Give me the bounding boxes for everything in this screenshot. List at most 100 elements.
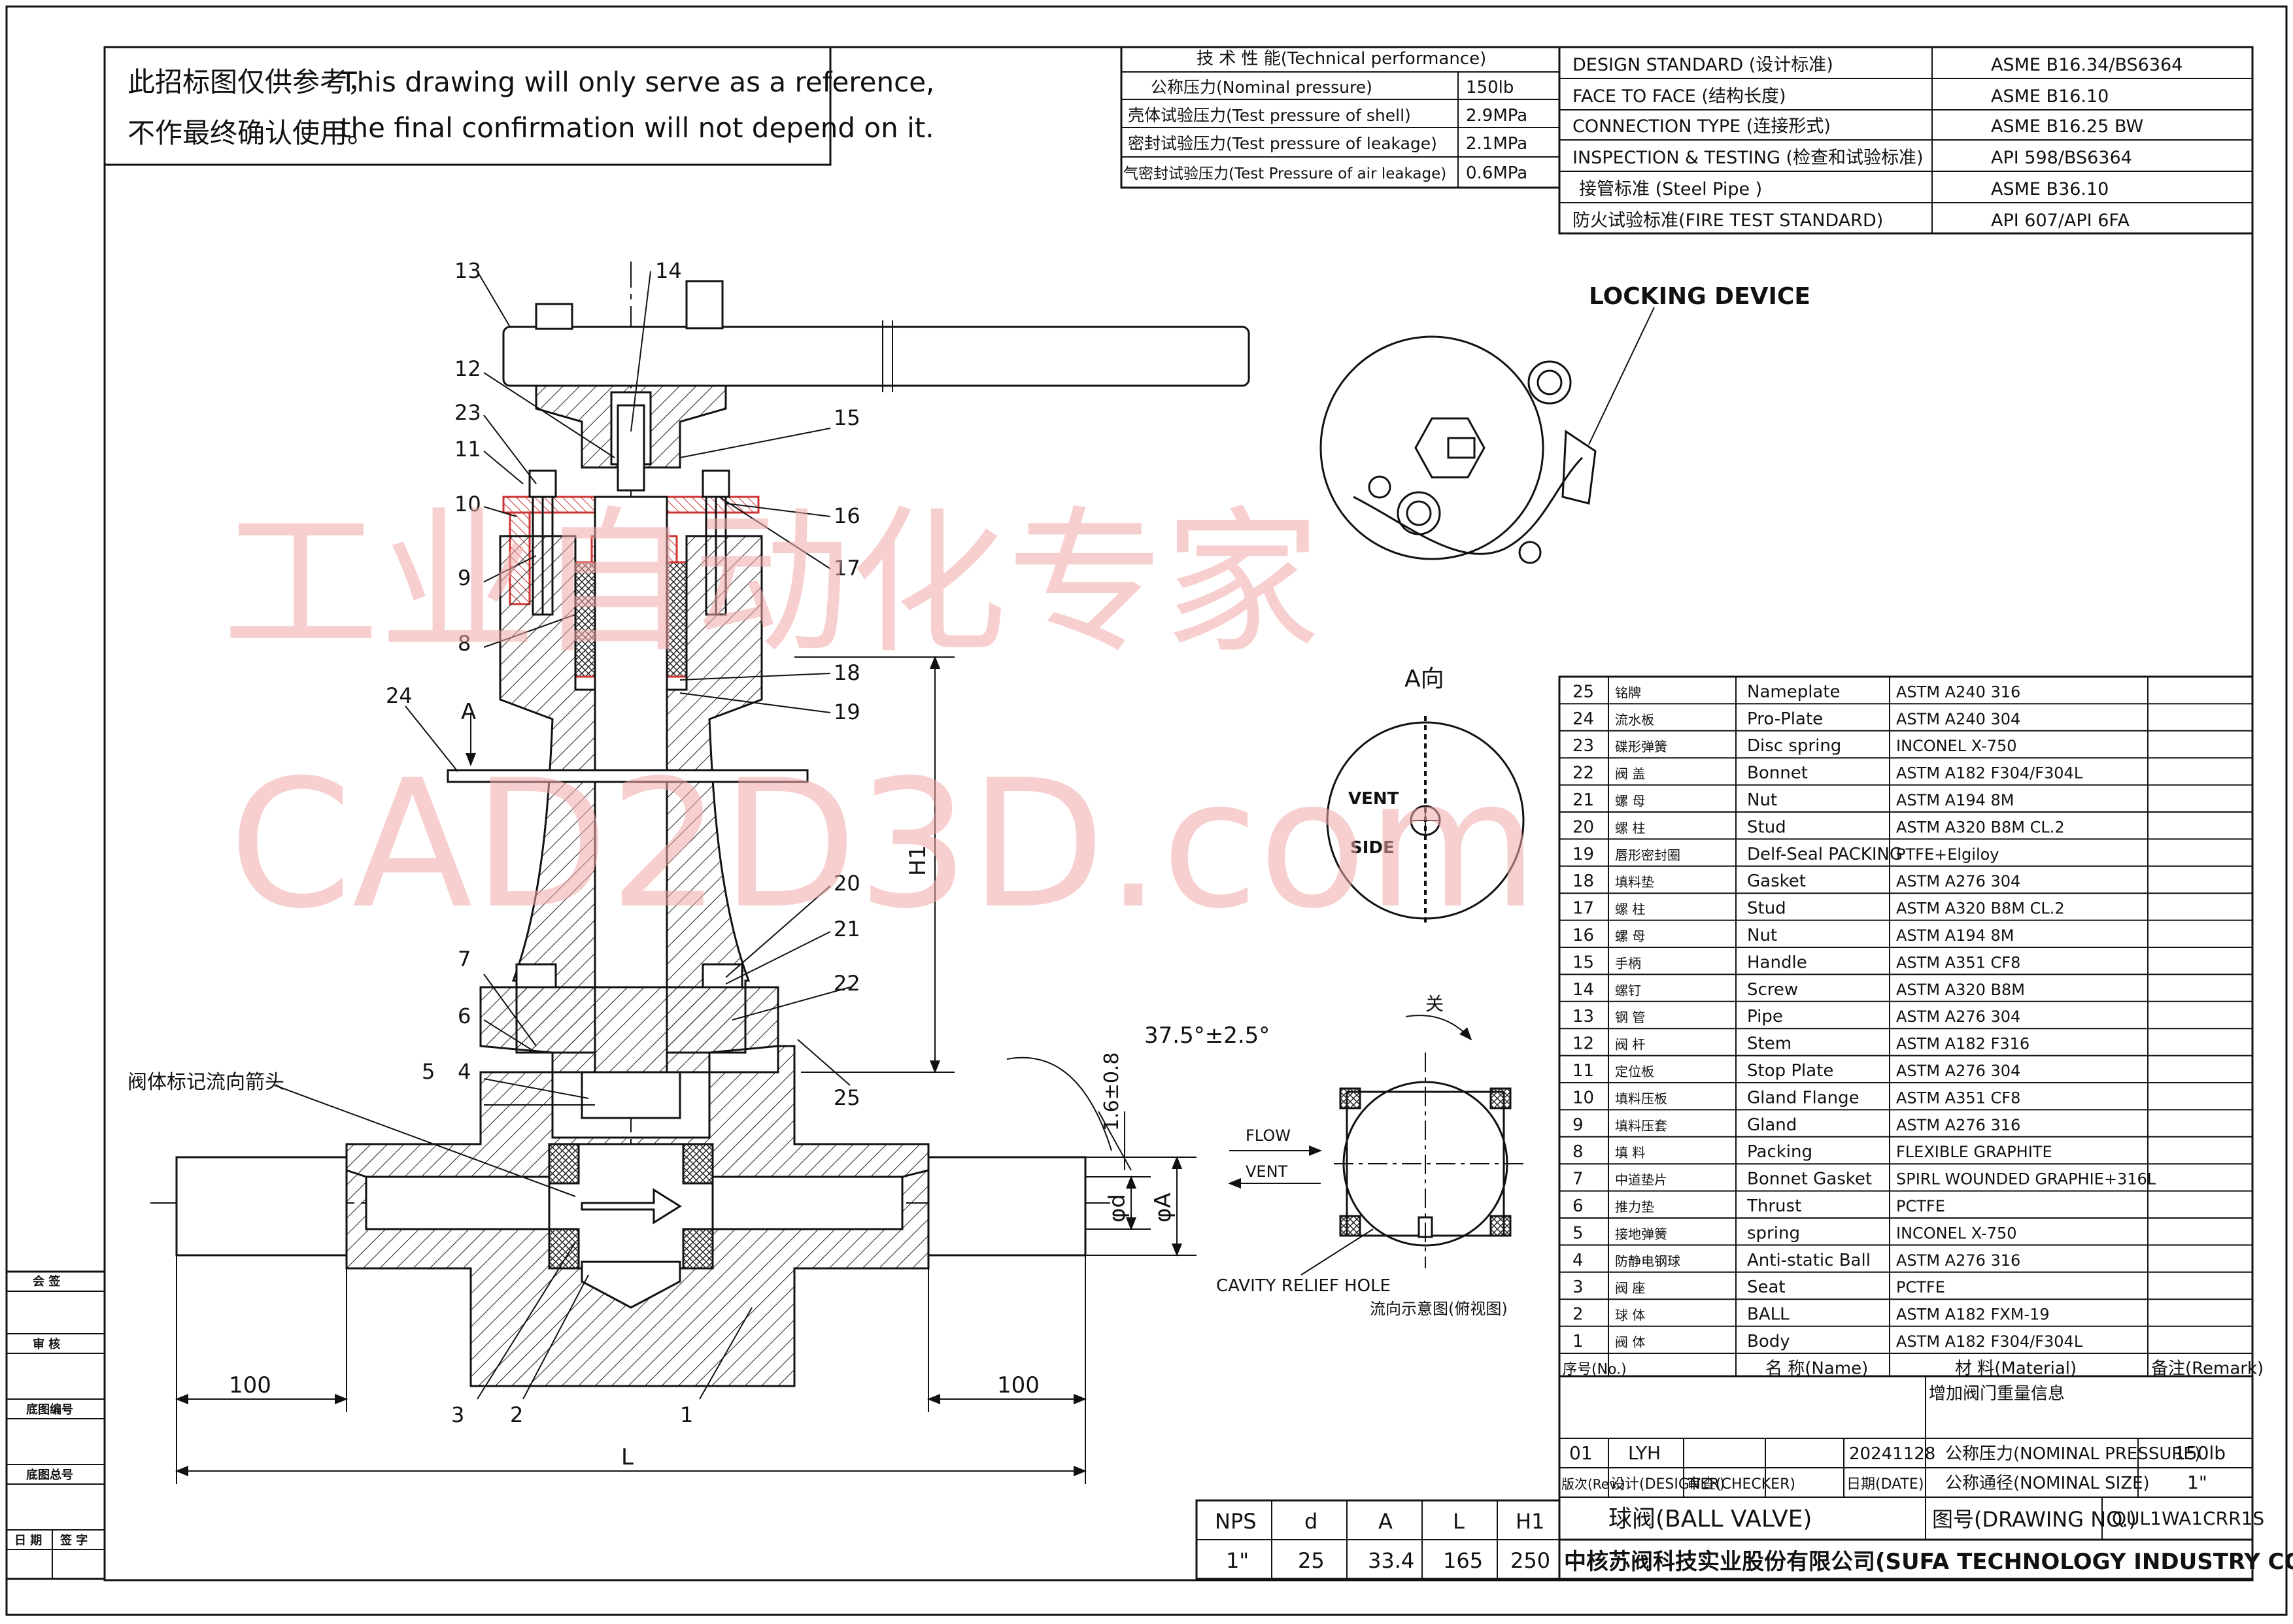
dim-phi-a: φA [1150,1193,1176,1223]
valve-section-view [150,262,1250,1387]
locking-device-view [1319,307,1655,564]
dim-value-a: 33.4 [1368,1548,1414,1573]
close-label: 关 [1425,993,1444,1015]
outer-frame [5,5,2288,1616]
balloon-23: 23 [454,400,481,425]
perf-value-3: 0.6MPa [1466,163,1527,183]
balloon-25: 25 [834,1085,860,1110]
perf-label-2: 密封试验压力(Test pressure of leakage) [1128,134,1437,153]
part-no: 8 [1572,1142,1584,1162]
part-material: PCTFE [1896,1197,1945,1215]
side-stamp: 会 签 审 核 底图编号 底图总号 日 期 签 字 [14,1274,88,1548]
part-material: INCONEL X-750 [1896,737,2017,755]
dim-value-h1: 250 [1510,1548,1550,1573]
part-cn-name: 钢 管 [1615,1009,1645,1025]
part-material: ASTM A320 B8M CL.2 [1896,818,2065,836]
balloon-17: 17 [834,556,860,581]
view-a-label: A向 [1404,666,1444,692]
part-name: Seat [1747,1277,1786,1297]
dim-value-l: 165 [1443,1548,1483,1573]
part-cn-name: 螺 柱 [1615,902,1645,917]
part-material: ASTM A240 316 [1896,683,2020,701]
part-name: Body [1747,1332,1790,1351]
watermark-line2: CAD2D3D.com [229,741,1538,947]
part-material: ASTM A240 304 [1896,710,2020,728]
part-no: 15 [1572,953,1594,972]
dim-lip: 1.6±0.8 [1100,1052,1123,1131]
watermark: 工业自动化专家 CAD2D3D.com [222,492,1538,947]
company-name: 中核苏阀科技实业股份有限公司(SUFA TECHNOLOGY INDUSTRY … [1564,1549,2293,1575]
part-cn-name: 定位板 [1615,1064,1654,1079]
part-cn-name: 螺 母 [1615,793,1645,809]
std-value-2: ASME B16.25 BW [1991,116,2143,137]
performance-table: 技 术 性 能(Technical performance) 公称压力(Nomi… [1120,46,1561,189]
parts-header-name: 名 称(Name) [1765,1359,1868,1378]
std-value-0: ASME B16.34/BS6364 [1991,55,2183,75]
ns-label: 公称通径(NOMINAL SIZE) [1945,1474,2150,1493]
part-no: 14 [1572,980,1594,1000]
perf-value-2: 2.1MPa [1466,134,1527,154]
std-label-5: 防火试验标准(FIRE TEST STANDARD) [1572,211,1883,231]
balloon-12: 12 [454,356,481,381]
part-name: Gasket [1747,871,1806,891]
part-cn-name: 铭牌 [1615,685,1641,700]
balloon-14: 14 [655,258,682,283]
view-a [1326,716,1525,925]
part-cn-name: 填料压套 [1615,1118,1667,1134]
part-name: Screw [1747,980,1798,1000]
part-no: 10 [1572,1088,1594,1108]
part-cn-name: 防静电钢球 [1615,1253,1680,1269]
part-name: Thrust [1746,1196,1801,1216]
part-cn-name: 接地弹簧 [1615,1226,1667,1242]
balloon-8: 8 [458,631,471,656]
dim-a-arrow: A [461,699,476,725]
note-cn-line2: 不作最终确认使用。 [127,117,375,149]
part-material: SPIRL WOUNDED GRAPHIE+316L [1896,1170,2156,1189]
part-no: 13 [1572,1007,1594,1026]
part-cn-name: 填 料 [1615,1145,1645,1160]
std-value-3: API 598/BS6364 [1991,148,2132,168]
part-name: BALL [1747,1305,1790,1325]
dim-table: NPS d A L H1 1" 25 33.4 165 250 [1215,1509,1550,1573]
part-material: ASTM A182 FXM-19 [1896,1306,2050,1324]
balloon-3: 3 [451,1402,464,1427]
part-material: FLEXIBLE GRAPHITE [1896,1143,2052,1161]
part-name: Anti-static Ball [1747,1251,1871,1270]
np-value: 150lb [2174,1442,2226,1464]
part-name: Delf-Seal PACKING [1747,845,1903,864]
dim-table-grid [1195,1499,1561,1580]
side-label: SIDE [1350,838,1395,858]
std-value-5: API 607/API 6FA [1991,211,2130,231]
dim-h1: H1 [905,845,931,876]
part-material: INCONEL X-750 [1896,1224,2017,1242]
balloon-11: 11 [454,437,481,462]
part-material: PTFE+Elgiloy [1896,845,1999,864]
perf-label-1: 壳体试验压力(Test pressure of shell) [1128,106,1411,125]
flow-label: FLOW [1246,1126,1291,1145]
reference-note: 此招标图仅供参考， This drawing will only serve a… [103,46,934,166]
part-name: Stop Plate [1747,1061,1833,1081]
note-cn-line1: 此招标图仅供参考， [127,66,375,98]
part-material: ASTM A320 B8M CL.2 [1896,900,2065,918]
part-no: 12 [1572,1034,1594,1054]
part-no: 24 [1572,709,1594,729]
part-cn-name: 球 体 [1615,1308,1645,1323]
np-label: 公称压力(NOMINAL PRESSURE) [1945,1444,2201,1464]
dim-header-nps: NPS [1215,1509,1257,1534]
part-name: Stud [1747,899,1786,919]
title-block: 增加阀门重量信息 01 LYH 20241128 公称压力(NOMINAL PR… [1561,1384,2293,1575]
perf-label-0: 公称压力(Nominal pressure) [1151,78,1372,97]
designer-value: LYH [1628,1442,1661,1464]
part-name: Stud [1747,817,1786,837]
designer-label: 设计(DESIGNER) [1610,1476,1725,1493]
part-cn-name: 填料垫 [1615,874,1654,890]
dim-header-l: L [1453,1509,1465,1534]
part-no: 2 [1572,1305,1584,1325]
part-name: Pro-Plate [1747,709,1823,729]
dimensions [175,656,1197,1484]
part-name: Pipe [1747,1007,1783,1026]
cavity-relief-label: CAVITY RELIEF HOLE [1216,1276,1391,1296]
part-no: 25 [1572,682,1594,702]
balloon-22: 22 [834,971,860,996]
part-name: Disc spring [1747,736,1841,756]
